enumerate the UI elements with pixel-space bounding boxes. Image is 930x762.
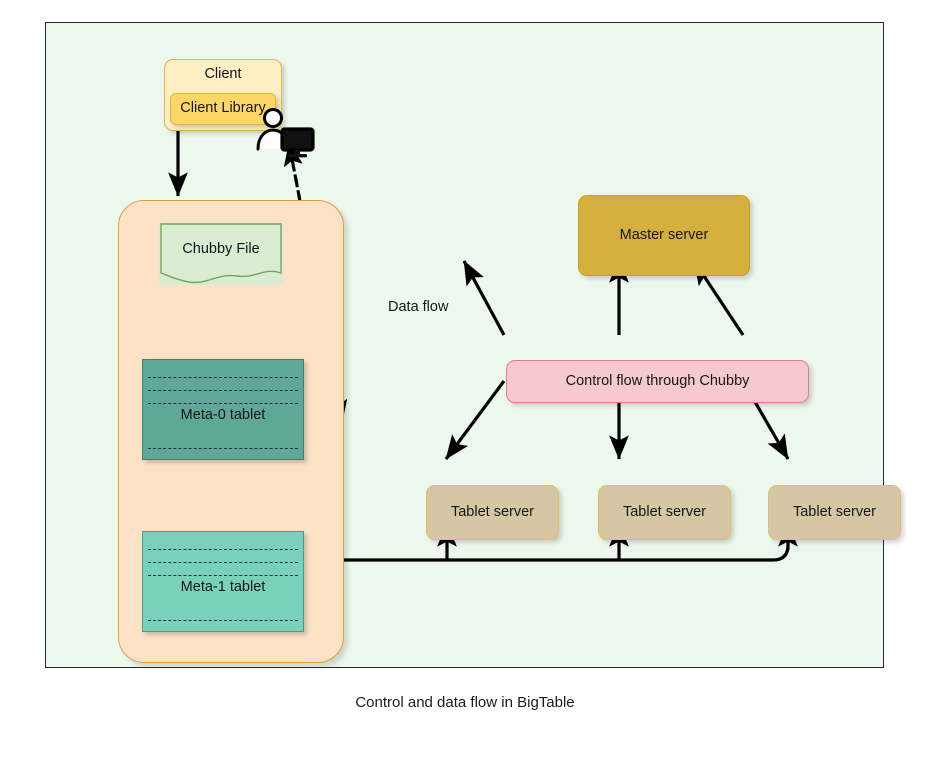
meta0-divider-3 (148, 403, 298, 404)
edge-control-to-tablet-1 (444, 380, 506, 460)
meta1-divider-2 (148, 562, 298, 563)
meta0-divider-2 (148, 390, 298, 391)
diagram-frame: Chubby File Meta-0 tablet Meta-1 tablet … (45, 22, 901, 668)
meta1-tablet-label: Meta-1 tablet (180, 579, 266, 595)
meta1-divider-3 (148, 575, 298, 576)
tablet-server-node-3[interactable]: Tablet server (768, 485, 901, 540)
tablet-server-label-2: Tablet server (622, 503, 706, 520)
client-library-label: Client Library (180, 100, 266, 117)
tablet-server-label-3: Tablet server (792, 503, 876, 520)
user-at-monitor-icon (256, 108, 315, 158)
tablet-server-node-2[interactable]: Tablet server (598, 485, 731, 540)
meta0-divider-4 (148, 448, 298, 449)
control-flow-node[interactable]: Control flow through Chubby (506, 360, 809, 403)
master-server-node[interactable]: Master server (578, 195, 750, 276)
meta0-tablet-label: Meta-0 tablet (180, 407, 266, 423)
tablet-server-node-1[interactable]: Tablet server (426, 485, 559, 540)
meta0-divider-1 (148, 377, 298, 378)
chubby-file-label: Chubby File (182, 241, 260, 258)
client-library-node[interactable]: Client Library (170, 93, 276, 125)
chubby-file-shape (160, 223, 282, 284)
chubby-file-node[interactable]: Chubby File (159, 223, 283, 285)
control-flow-label: Control flow through Chubby (565, 372, 750, 389)
tablet-server-label-1: Tablet server (450, 503, 534, 520)
meta0-tablet-node[interactable]: Meta-0 tablet (142, 359, 304, 460)
meta1-divider-1 (148, 549, 298, 550)
client-label: Client (204, 66, 242, 82)
edge-control-to-master-left (462, 260, 506, 336)
figure-caption: Control and data flow in BigTable (355, 694, 575, 711)
meta1-tablet-node[interactable]: Meta-1 tablet (142, 531, 304, 632)
data-flow-label: Data flow (388, 299, 449, 315)
master-server-label: Master server (619, 226, 709, 243)
meta1-divider-4 (148, 620, 298, 621)
